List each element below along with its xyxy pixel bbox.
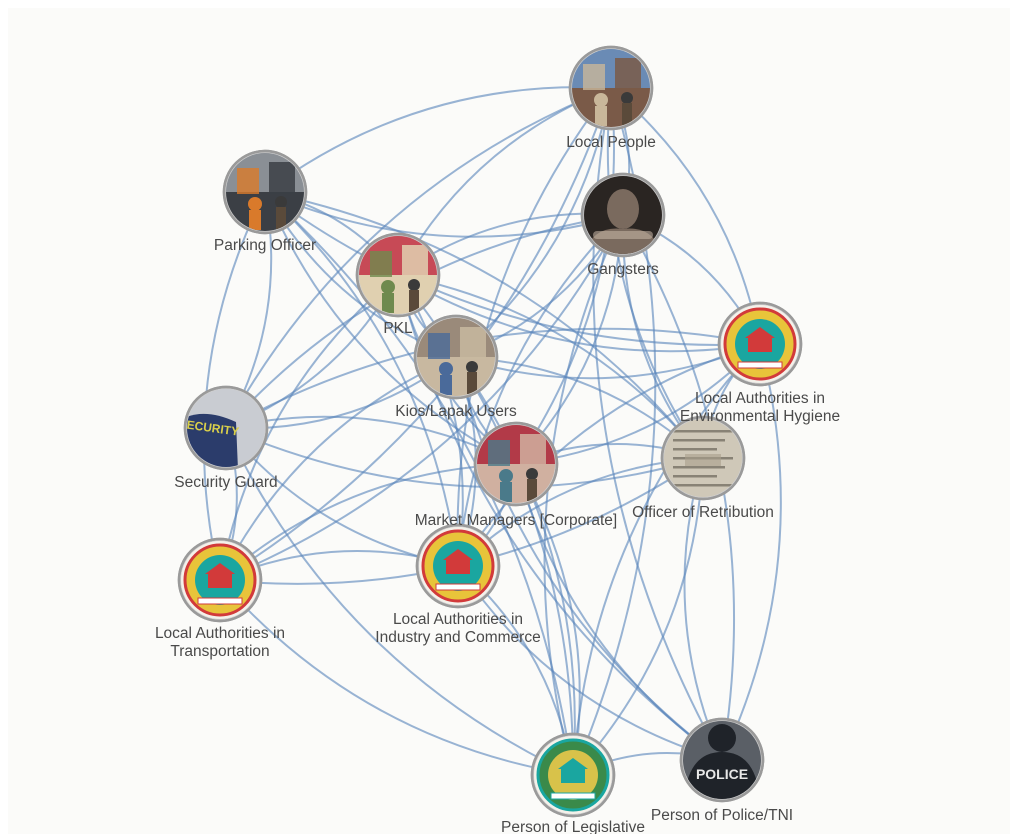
edge-local-authorities-transport-to-person-legislative: [219, 579, 574, 776]
node-border-gangsters: [580, 172, 666, 258]
edge-local-people-to-security-guard: [225, 87, 612, 429]
node-local-authorities-industry[interactable]: [415, 523, 501, 609]
edge-pkl-to-officer-retribution: [397, 274, 704, 459]
edge-parking-officer-to-person-legislative: [264, 191, 574, 776]
edge-parking-officer-to-market-managers: [264, 191, 517, 465]
government-seal-icon: [721, 305, 799, 383]
legislative-seal-icon: [534, 736, 612, 814]
node-label-local-authorities-transport: Transportation: [170, 643, 269, 660]
node-label-kios-lapak-users: Kios/Lapak Users: [395, 403, 517, 420]
edge-local-authorities-industry-to-person-police-tni: [457, 565, 723, 761]
node-label-security-guard: Security Guard: [174, 474, 277, 491]
node-border-person-legislative: [530, 732, 616, 818]
edge-local-authorities-env-to-local-authorities-industry: [457, 343, 761, 567]
security-uniform-photo-icon: SECURITY: [187, 389, 265, 467]
edge-parking-officer-to-gangsters: [264, 191, 624, 238]
node-label-local-authorities-env: Environmental Hygiene: [680, 408, 840, 425]
edge-local-people-to-parking-officer: [264, 86, 612, 193]
node-security-guard[interactable]: SECURITY: [178, 385, 269, 471]
edge-market-managers-to-local-authorities-transport: [219, 463, 517, 581]
node-person-police-tni[interactable]: POLICE: [679, 717, 765, 803]
node-label-gangsters: Gangsters: [587, 261, 659, 278]
node-border-local-authorities-transport: [177, 537, 263, 623]
node-label-local-authorities-industry: Industry and Commerce: [375, 629, 540, 646]
node-layer: SECURITY POLICE: [177, 45, 803, 818]
node-label-person-police-tni: Person of Police/TNI: [651, 807, 793, 824]
node-pkl[interactable]: [355, 232, 441, 318]
edge-officer-retribution-to-person-legislative: [572, 457, 704, 776]
edge-local-people-to-market-managers: [515, 87, 616, 465]
retribution-ticket-icon: [664, 419, 742, 497]
node-border-person-police-tni: [679, 717, 765, 803]
node-border-pkl: [355, 232, 441, 318]
node-label-person-legislative: Person of Legislative: [501, 819, 645, 834]
node-kios-lapak-users[interactable]: [413, 314, 499, 400]
node-label-pkl: PKL: [383, 320, 413, 337]
street-vendor-stall-photo-icon: [359, 236, 437, 314]
edge-pkl-to-local-authorities-env: [397, 274, 761, 353]
edge-market-managers-to-person-police-tni: [515, 463, 723, 761]
edge-local-people-to-local-authorities-industry: [456, 87, 612, 567]
node-gangsters[interactable]: [580, 172, 666, 258]
edge-pkl-to-local-authorities-transport: [219, 274, 399, 581]
node-local-authorities-env[interactable]: [717, 301, 803, 387]
node-label-officer-retribution: Officer of Retribution: [632, 504, 774, 521]
edge-market-managers-to-person-legislative: [515, 463, 581, 776]
edge-kios-lapak-users-to-local-authorities-transport: [219, 356, 457, 581]
node-parking-officer[interactable]: [222, 149, 308, 235]
edge-security-guard-to-officer-retribution: [225, 427, 704, 489]
edge-local-authorities-env-to-person-police-tni: [721, 343, 782, 761]
node-officer-retribution[interactable]: [660, 415, 746, 501]
node-label-local-authorities-transport: Local Authorities in: [155, 625, 285, 642]
edge-security-guard-to-person-legislative: [225, 427, 574, 776]
node-border-kios-lapak-users: [413, 314, 499, 400]
edge-parking-officer-to-local-authorities-env: [264, 191, 761, 346]
node-local-people[interactable]: [568, 45, 654, 131]
edge-parking-officer-to-local-authorities-industry: [264, 191, 459, 567]
node-border-parking-officer: [222, 149, 308, 235]
node-label-local-authorities-env: Local Authorities in: [695, 390, 825, 407]
tattooed-man-photo-icon: [584, 176, 662, 254]
node-person-legislative[interactable]: [530, 732, 616, 818]
node-market-managers[interactable]: [473, 421, 559, 507]
node-label-local-people: Local People: [566, 134, 656, 151]
node-border-local-people: [568, 45, 654, 131]
node-label-market-managers: Market Managers [Corporate]: [415, 512, 617, 529]
node-border-local-authorities-env: [717, 301, 803, 387]
government-seal-icon: [181, 541, 259, 619]
node-border-local-authorities-industry: [415, 523, 501, 609]
node-label-local-authorities-industry: Local Authorities in: [393, 611, 523, 628]
edge-gangsters-to-local-authorities-industry: [457, 214, 624, 567]
node-border-market-managers: [473, 421, 559, 507]
node-border-security-guard: [183, 385, 269, 471]
node-local-authorities-transport[interactable]: [177, 537, 263, 623]
police-uniform-photo-icon: POLICE: [683, 721, 761, 799]
node-label-parking-officer: Parking Officer: [214, 237, 316, 254]
svg-text:POLICE: POLICE: [696, 766, 748, 782]
edge-parking-officer-to-officer-retribution: [264, 191, 704, 459]
edge-local-authorities-env-to-person-legislative: [572, 343, 761, 776]
node-border-officer-retribution: [660, 415, 746, 501]
government-seal-icon: [419, 527, 497, 605]
edge-kios-lapak-users-to-person-legislative: [455, 356, 576, 776]
edge-parking-officer-to-local-authorities-transport: [202, 191, 266, 581]
edge-local-people-to-pkl: [397, 87, 612, 276]
